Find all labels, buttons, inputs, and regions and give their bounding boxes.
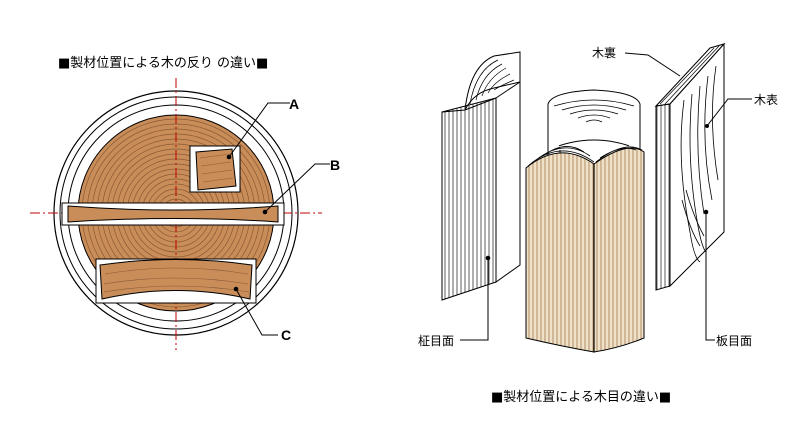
- label-masame: 柾目面: [418, 334, 455, 348]
- leader-c: [235, 288, 278, 336]
- leader-b: [264, 163, 330, 213]
- leader-a: [228, 102, 290, 158]
- leader-itame: [705, 212, 715, 341]
- leader-kiomote: [706, 98, 752, 127]
- leader-kiura: [624, 52, 681, 77]
- quartersawn-board: [441, 51, 521, 301]
- log-cross-section: [30, 78, 330, 350]
- flatsawn-board: [654, 42, 726, 291]
- right-title: ■製材位置による木目の違い■: [491, 390, 672, 405]
- half-log: [525, 89, 645, 353]
- label-itame: 板目面: [716, 334, 753, 348]
- label-a: A: [289, 96, 300, 112]
- board-b: [61, 202, 285, 226]
- label-kiura: 木裏: [592, 46, 617, 60]
- leader-masame: [460, 258, 489, 341]
- label-b: B: [330, 157, 341, 173]
- left-title: ■製材位置による木の反り の違い■: [58, 56, 269, 71]
- label-kiomote: 木表: [754, 93, 779, 107]
- label-c: C: [281, 327, 292, 343]
- board-c: [95, 258, 257, 304]
